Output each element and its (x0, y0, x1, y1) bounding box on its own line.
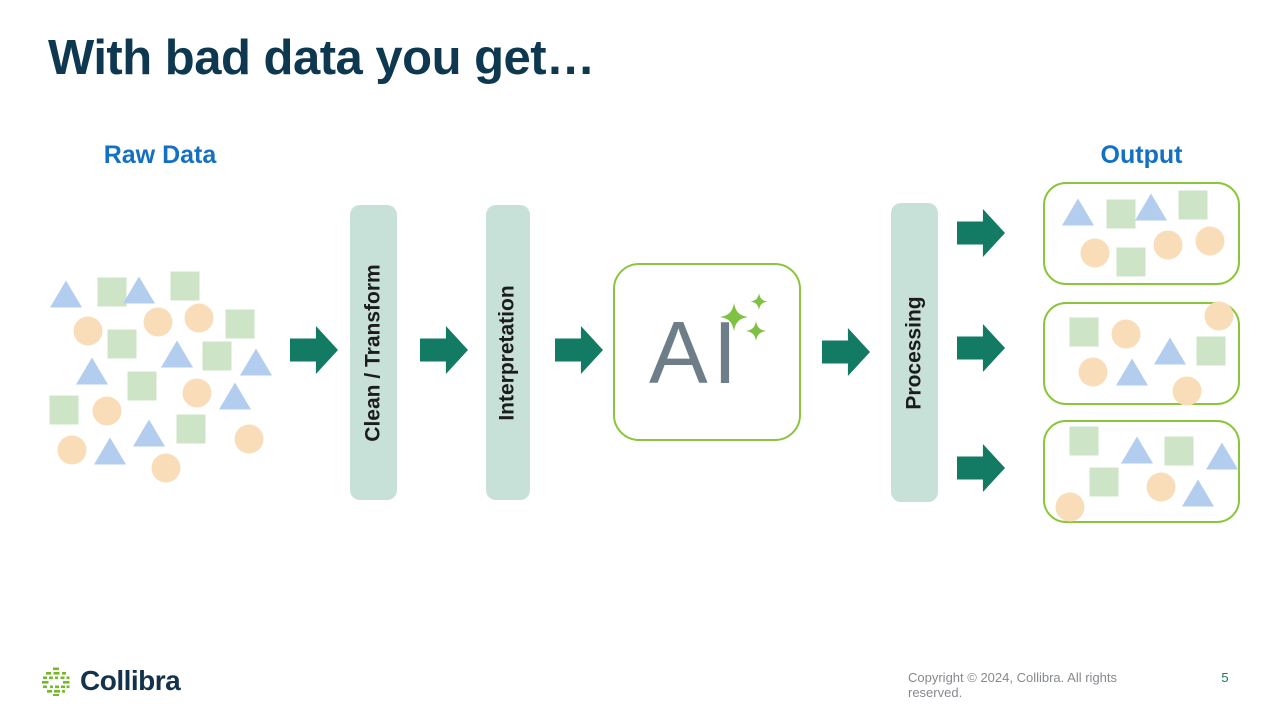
square-shape (127, 371, 157, 401)
flow-arrow-icon (957, 444, 1005, 492)
stage-label: Processing (902, 295, 926, 410)
circle-shape (143, 307, 173, 337)
output-box-2 (1043, 301, 1240, 406)
circle-shape (182, 378, 212, 408)
collibra-mark-icon (42, 667, 70, 696)
square-shape (49, 395, 79, 425)
square-shape (176, 414, 206, 444)
square-shape (170, 271, 200, 301)
output-box-3 (1043, 420, 1240, 523)
sparkles-icon (720, 293, 768, 341)
circle-shape (151, 453, 181, 483)
flow-arrow-icon (957, 324, 1005, 372)
triangle-shape (161, 340, 193, 368)
flow-arrow-icon (290, 326, 338, 374)
page-number: 5 (1221, 670, 1229, 685)
circle-shape (1153, 230, 1183, 260)
flow-arrow-icon (555, 326, 603, 374)
collibra-logo-text: Collibra (80, 665, 181, 696)
circle-shape (73, 316, 103, 346)
square-shape (1069, 426, 1099, 456)
triangle-shape (240, 348, 272, 376)
triangle-shape (50, 280, 82, 308)
square-shape (1106, 199, 1136, 229)
circle-shape (234, 424, 264, 454)
triangle-shape (123, 276, 155, 304)
circle-shape (1204, 301, 1234, 331)
copyright-text: Copyright © 2024, Collibra. All rights r… (908, 670, 1118, 700)
square-shape (1116, 247, 1146, 277)
raw-data-label: Raw Data (103, 141, 217, 169)
triangle-shape (1116, 358, 1148, 386)
circle-shape (1172, 376, 1202, 406)
circle-shape (1080, 238, 1110, 268)
circle-shape (1078, 357, 1108, 387)
triangle-shape (1182, 479, 1214, 507)
output-label: Output (1100, 141, 1183, 169)
triangle-shape (94, 437, 126, 465)
circle-shape (184, 303, 214, 333)
triangle-shape (1121, 436, 1153, 464)
stage-label: Interpretation (496, 284, 519, 421)
stage-pill-processing: Processing (891, 203, 938, 502)
square-shape (1089, 467, 1119, 497)
ai-box: AI (613, 263, 801, 441)
square-shape (1196, 336, 1226, 366)
circle-shape (1055, 492, 1085, 522)
stage-pill-clean-transform: Clean / Transform (350, 205, 397, 500)
square-shape (107, 329, 137, 359)
triangle-shape (219, 382, 251, 410)
collibra-logo: Collibra (42, 665, 181, 697)
triangle-shape (133, 419, 165, 447)
output-box-1 (1043, 182, 1240, 285)
square-shape (1069, 317, 1099, 347)
triangle-shape (1154, 337, 1186, 365)
circle-shape (1111, 319, 1141, 349)
square-shape (1164, 436, 1194, 466)
circle-shape (1195, 226, 1225, 256)
square-shape (1178, 190, 1208, 220)
flow-arrow-icon (957, 209, 1005, 257)
circle-shape (92, 396, 122, 426)
square-shape (97, 277, 127, 307)
circle-shape (1146, 472, 1176, 502)
square-shape (202, 341, 232, 371)
stage-label: Clean / Transform (361, 263, 385, 442)
ai-label: AI (649, 303, 743, 402)
stage-pill-interpretation: Interpretation (486, 205, 530, 500)
square-shape (225, 309, 255, 339)
triangle-shape (1062, 198, 1094, 226)
circle-shape (57, 435, 87, 465)
flow-arrow-icon (420, 326, 468, 374)
triangle-shape (1135, 193, 1167, 221)
triangle-shape (1206, 442, 1238, 470)
triangle-shape (76, 357, 108, 385)
raw-data-scatter (40, 271, 280, 490)
flow-arrow-icon (822, 328, 870, 376)
page-title: With bad data you get… (48, 31, 595, 85)
